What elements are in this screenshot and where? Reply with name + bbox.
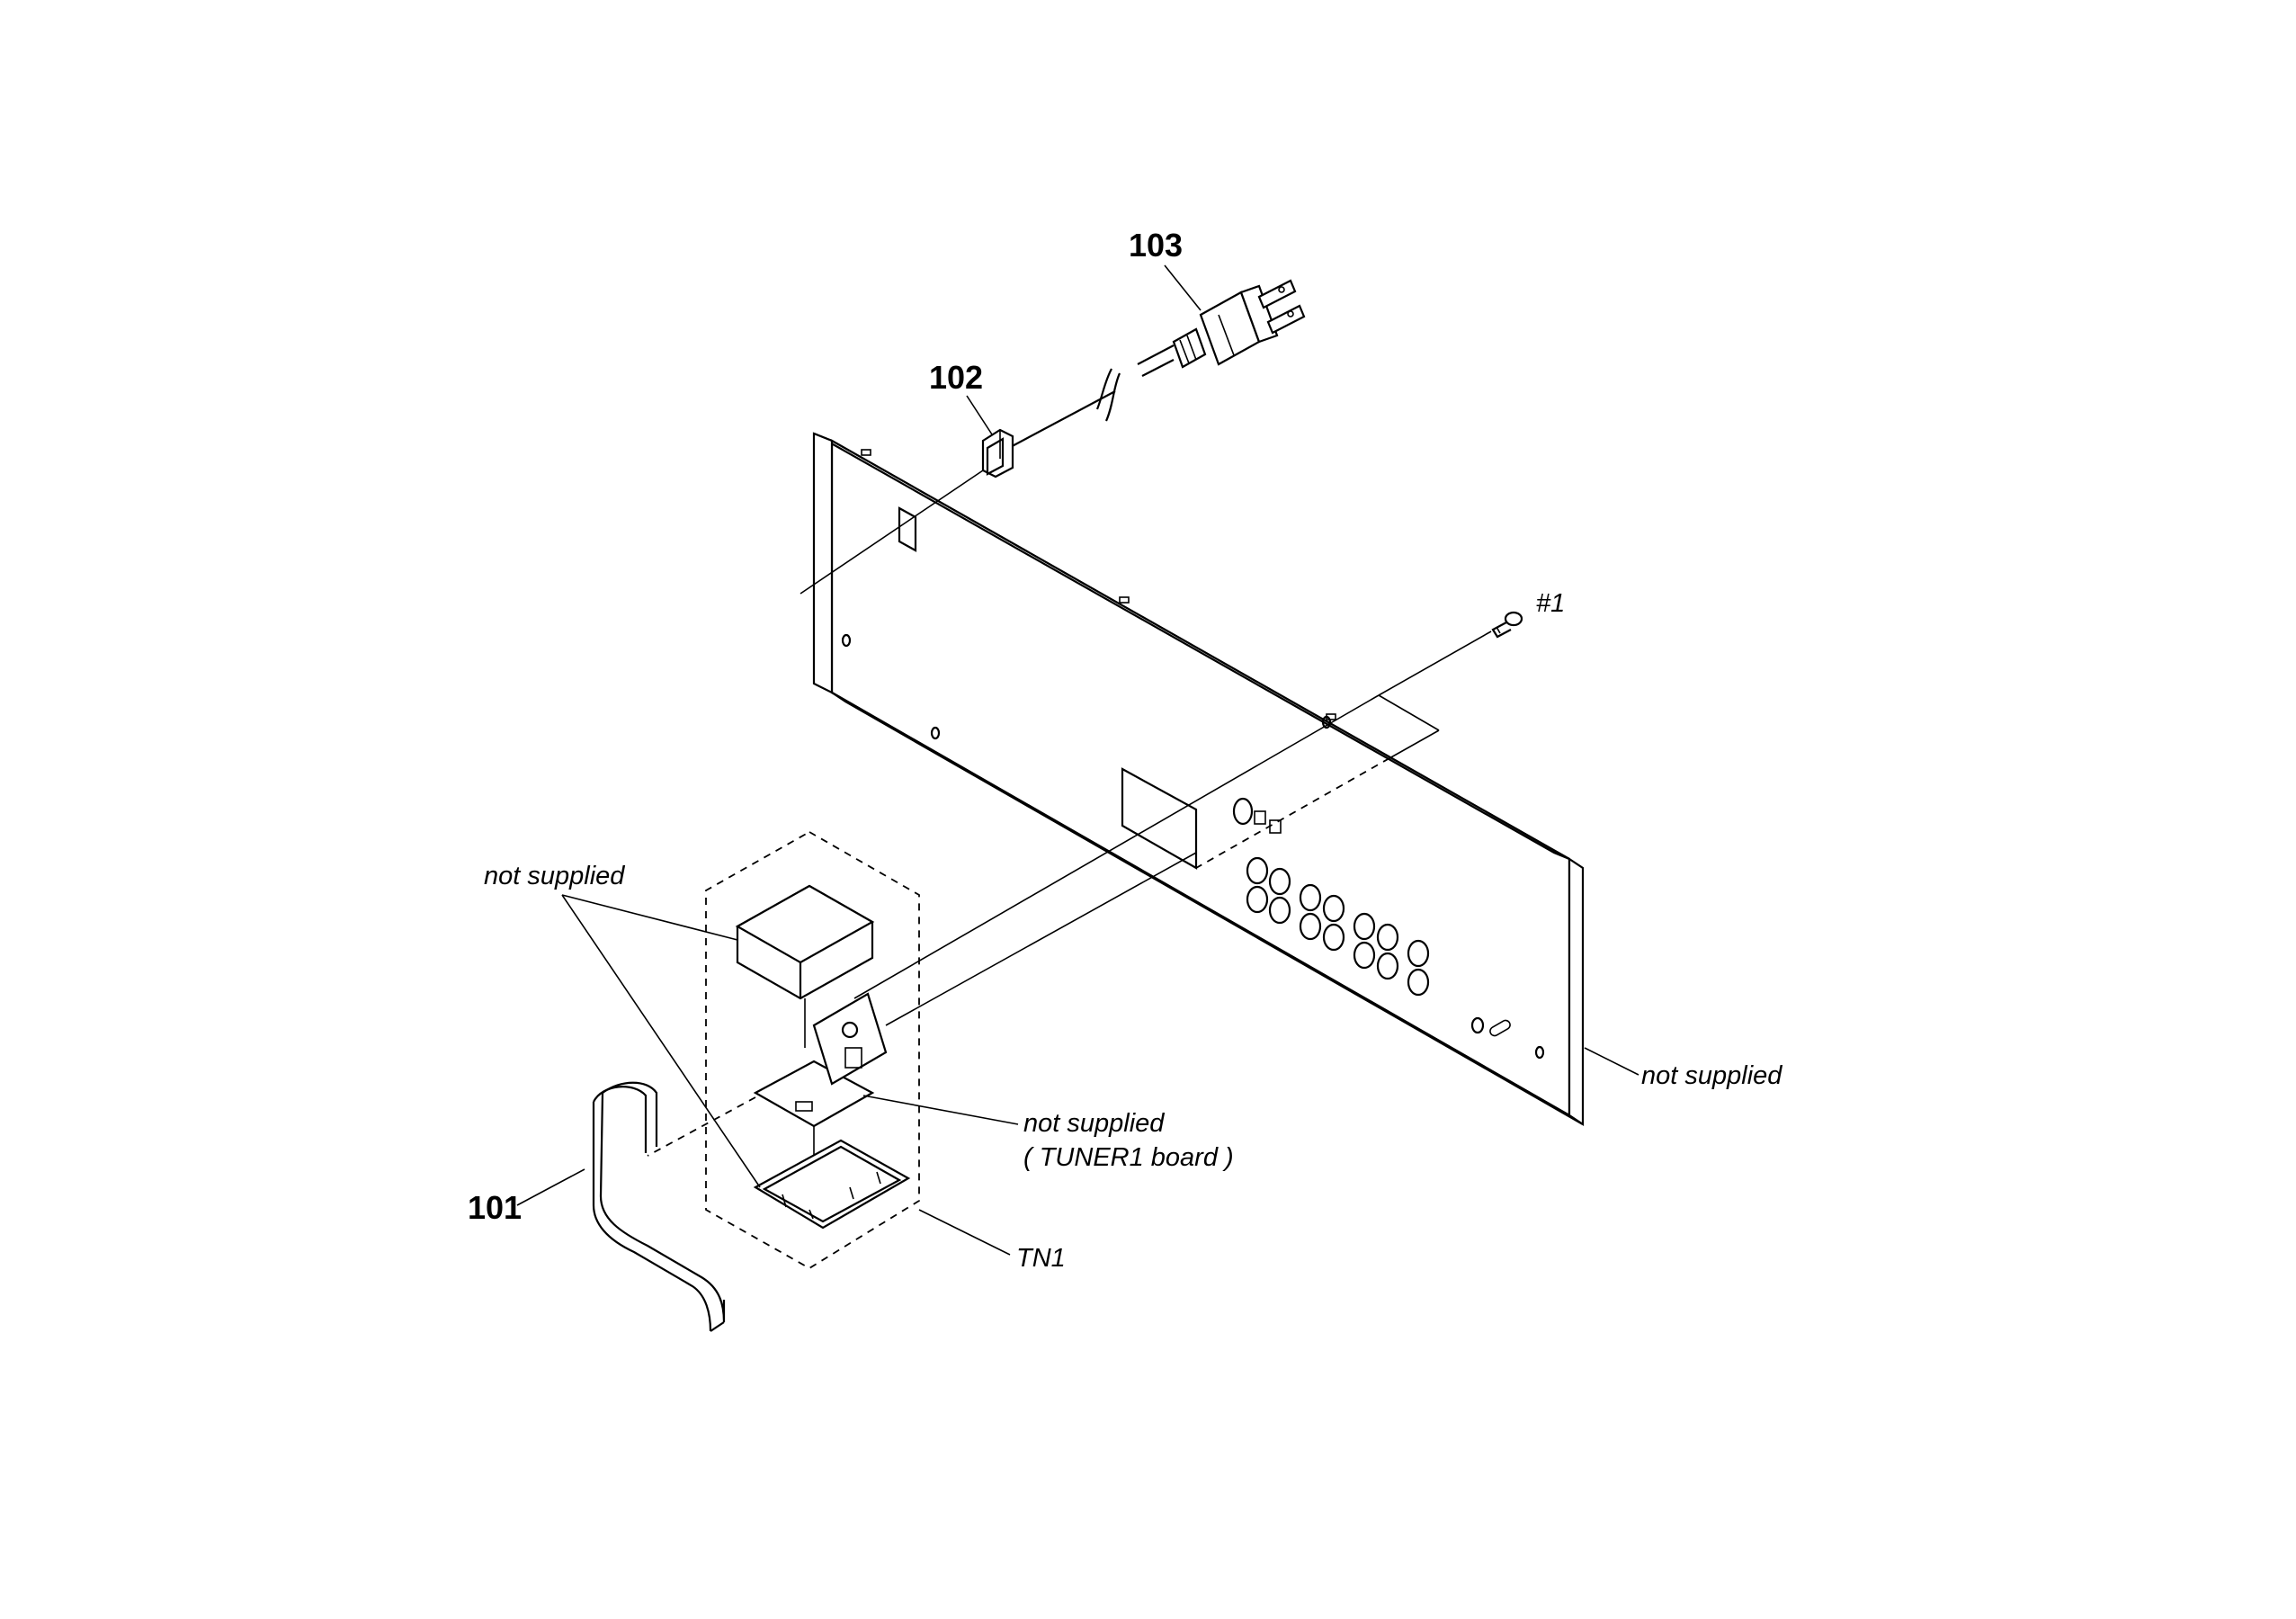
leader-tuner-board xyxy=(862,1095,1019,1125)
tuner-shield-cover xyxy=(735,884,875,1000)
note-not-supplied-left: not supplied xyxy=(484,862,625,890)
assembly-line-board xyxy=(885,852,1197,1026)
leader-103 xyxy=(1164,264,1202,311)
part-number-102: 102 xyxy=(929,359,983,396)
leader-not-supplied-tray xyxy=(561,894,761,1188)
rear-panel xyxy=(812,432,1585,1127)
screw xyxy=(1491,611,1523,639)
leader-tn1 xyxy=(918,1209,1011,1256)
part-number-101: 101 xyxy=(468,1189,522,1226)
screw-label: #1 xyxy=(1536,589,1565,618)
note-not-supplied-board: not supplied xyxy=(1023,1109,1165,1138)
part-number-103: 103 xyxy=(1129,227,1183,264)
cord-bushing xyxy=(981,428,1014,479)
assembly-line-101 xyxy=(647,1096,756,1157)
note-not-supplied-right: not supplied xyxy=(1641,1061,1782,1090)
assembly-line-screw xyxy=(1378,631,1492,696)
rca-jacks xyxy=(1246,856,1430,997)
tuner-bottom-tray xyxy=(753,1139,911,1230)
power-cord xyxy=(1005,279,1306,451)
leader-not-supplied-shield xyxy=(561,894,738,941)
assembly-line-102 xyxy=(800,470,984,595)
tn1-label: TN1 xyxy=(1016,1244,1066,1273)
tuner1-board xyxy=(753,992,888,1128)
leader-101 xyxy=(516,1168,585,1206)
leader-not-supplied-panel xyxy=(1584,1047,1639,1076)
flat-cable xyxy=(592,1081,726,1332)
leader-102 xyxy=(966,395,993,435)
tn1-group-outline xyxy=(705,830,920,1270)
note-tuner1-board: ( TUNER1 board ) xyxy=(1023,1143,1234,1172)
